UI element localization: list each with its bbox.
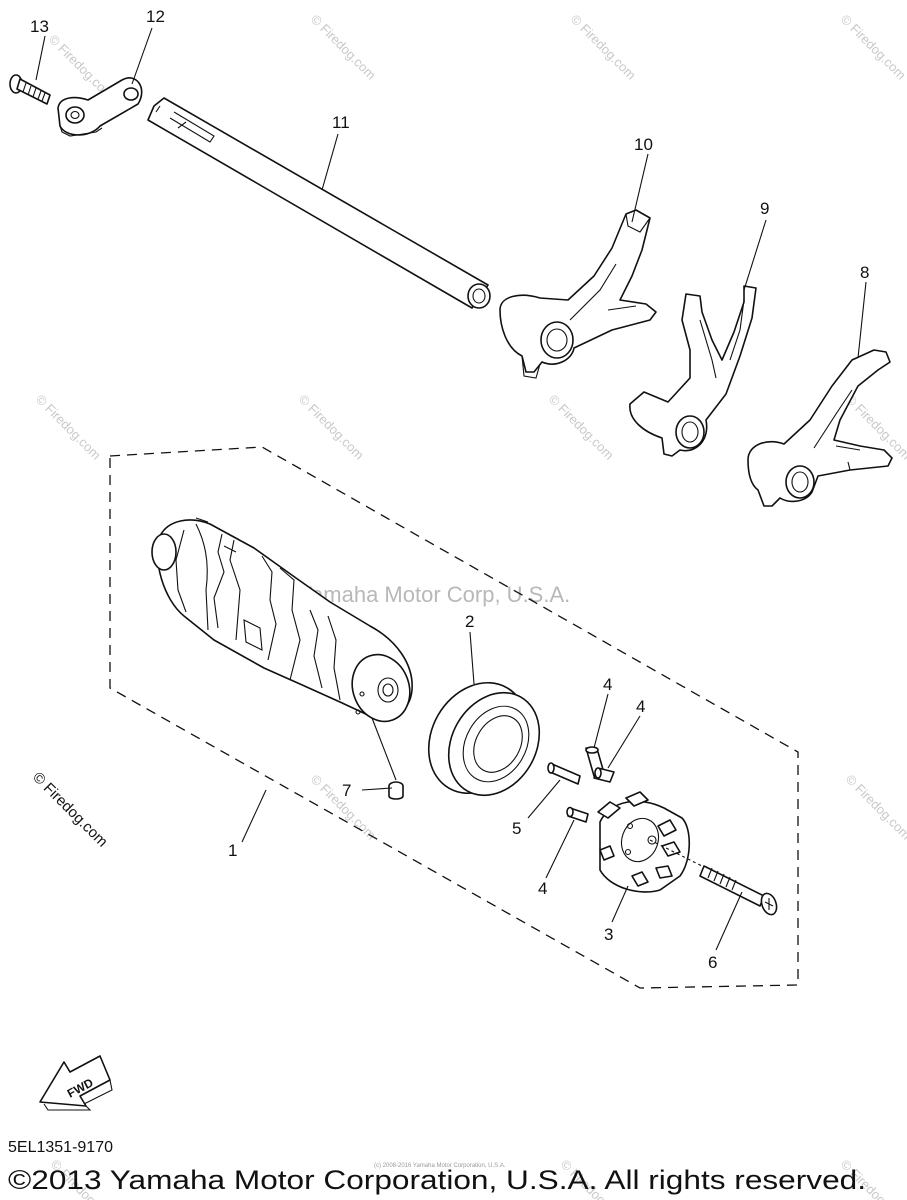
label-part-9: 9	[760, 199, 769, 218]
part-3-segment	[597, 791, 691, 893]
part-labels: 13 12 11 10 9 8 2 4 4 7 5 1 4 3 6	[30, 7, 869, 972]
part-2-bearing	[427, 681, 541, 797]
label-part-7: 7	[342, 781, 351, 800]
copyright-footer: ©2013 Yamaha Motor Corporation, U.S.A. A…	[8, 1165, 866, 1195]
part-12-plate	[57, 77, 143, 137]
label-part-10: 10	[634, 135, 653, 154]
watermark: © Firedog.com	[843, 772, 907, 843]
assembly-outline	[109, 446, 799, 989]
label-part-4: 4	[538, 879, 547, 898]
part-4-pin	[593, 767, 615, 783]
part-10-shift-fork	[499, 209, 657, 379]
small-copyright: (c) 2008-2016 Yamaha Motor Corporation, …	[374, 1163, 506, 1169]
watermark: © Firedog.com	[568, 12, 639, 83]
label-part-12: 12	[146, 7, 165, 26]
label-part-4: 4	[603, 675, 612, 694]
watermark: © Firedog.com	[33, 392, 104, 463]
label-part-4: 4	[636, 697, 645, 716]
part-1-shift-drum	[151, 517, 413, 723]
center-watermark: Yamaha Motor Corp, U.S.A.	[298, 582, 570, 607]
watermark: © Firedog.com	[546, 392, 617, 463]
label-part-6: 6	[708, 953, 717, 972]
part-11-shaft	[147, 97, 491, 309]
watermark: © Firedog.com	[838, 12, 907, 83]
watermark: © Firedog.com	[308, 12, 379, 83]
leader-lines	[35, 27, 867, 951]
watermark: © Firedog.com	[296, 392, 367, 463]
fwd-arrow-icon: FWD	[39, 1055, 113, 1111]
label-part-3: 3	[604, 925, 613, 944]
part-6-bolt	[649, 839, 778, 916]
diagram-code: 5EL1351-9170	[8, 1139, 113, 1156]
part-5-pin	[547, 762, 581, 785]
part-4-pin	[566, 806, 589, 823]
part-8-shift-fork	[747, 349, 893, 507]
part-13-screw	[9, 74, 51, 105]
firedog-side-watermark: © Firedog.com	[29, 769, 111, 851]
label-part-11: 11	[332, 113, 350, 132]
label-part-5: 5	[512, 819, 521, 838]
watermark-layer: © Firedog.com © Firedog.com © Firedog.co…	[29, 12, 907, 1200]
label-part-1: 1	[228, 841, 237, 860]
label-part-13: 13	[30, 17, 49, 36]
part-7-screw	[388, 781, 404, 800]
label-part-8: 8	[860, 263, 869, 282]
label-part-2: 2	[465, 612, 474, 631]
